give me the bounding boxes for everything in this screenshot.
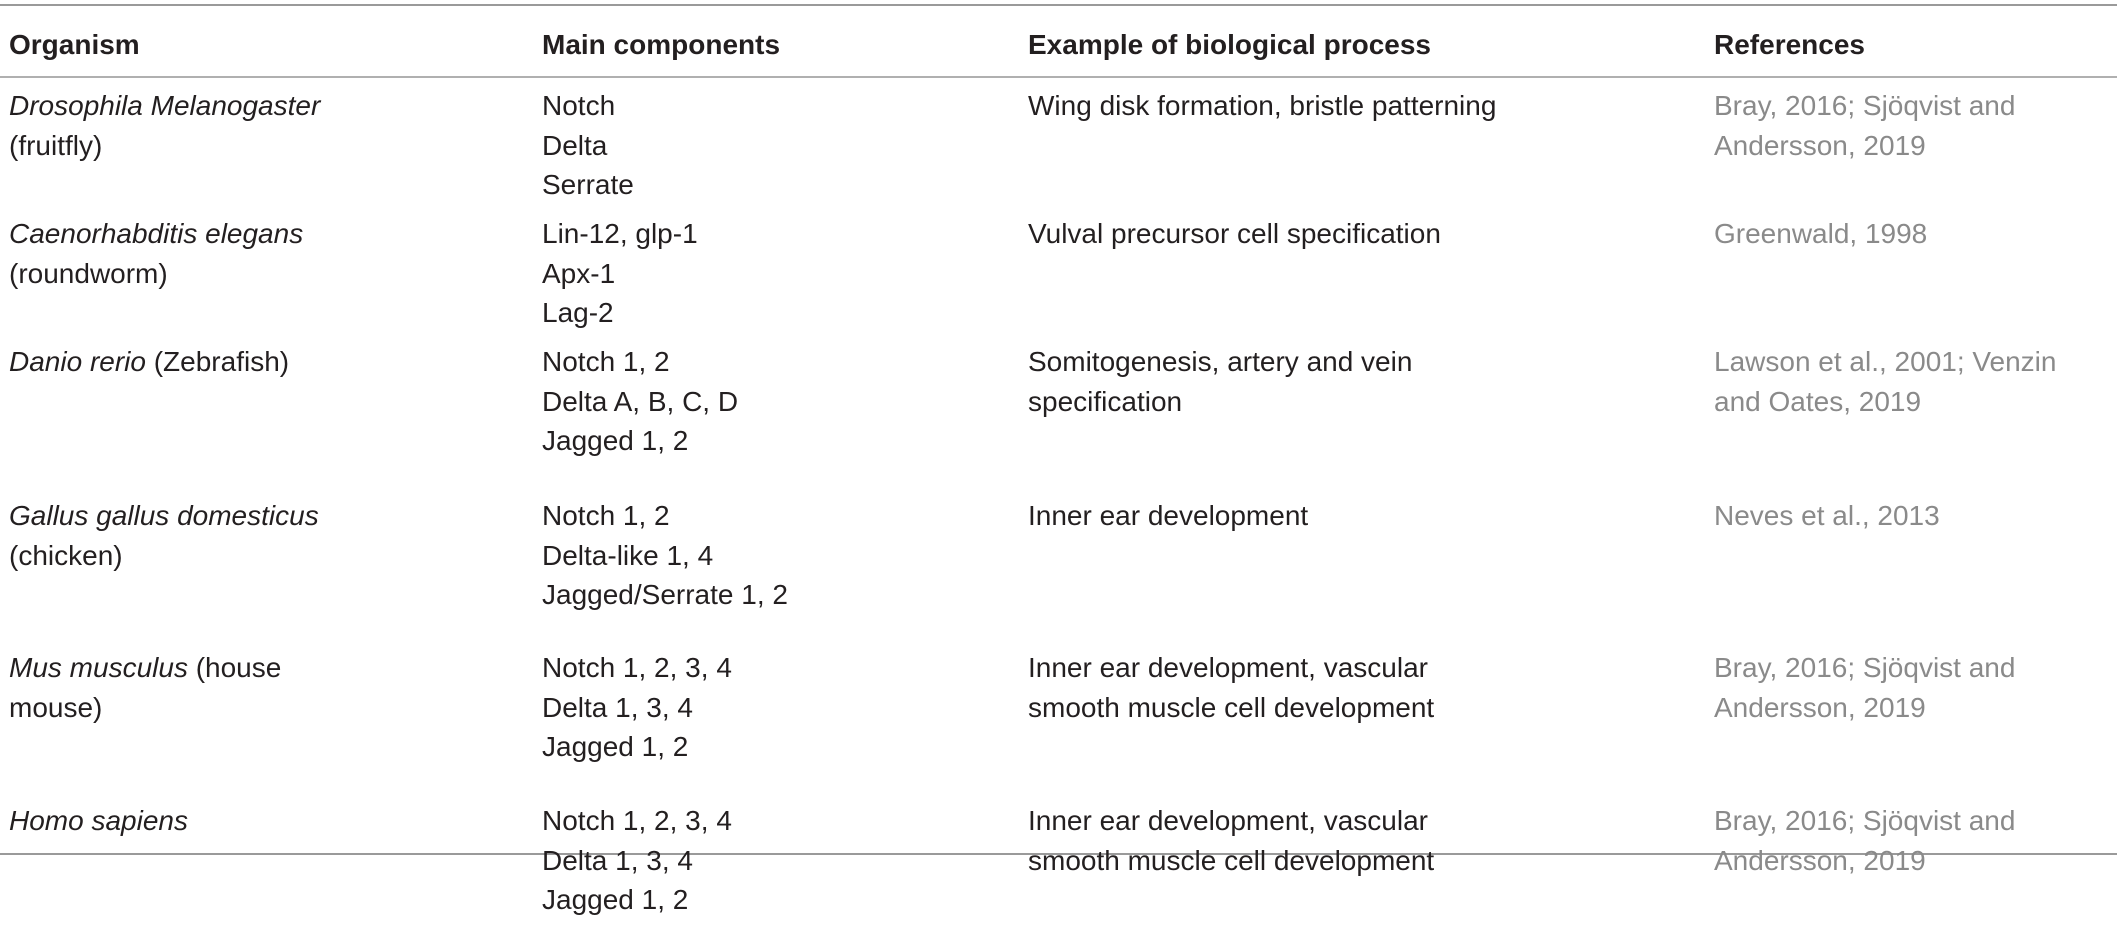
- cell-organism: Drosophila Melanogaster (fruitfly): [9, 86, 320, 165]
- process-line: Vulval precursor cell specification: [1028, 218, 1441, 249]
- reference-link: Andersson, 2019: [1714, 129, 1926, 161]
- component-item: Notch 1, 2: [542, 346, 670, 377]
- cell-references: Neves et al., 2013: [1714, 496, 1940, 536]
- component-item: Delta-like 1, 4: [542, 539, 714, 571]
- table-row: Homo sapiens Notch 1, 2, 3, 4 Delta 1, 3, …: [0, 801, 2117, 951]
- process-line: Inner ear development: [1028, 500, 1309, 531]
- reference-link: Bray, 2016; Sjöqvist and: [1714, 90, 2016, 121]
- organism-line: Gallus gallus domesticus: [9, 496, 319, 536]
- cell-main-components: Notch 1, 2, 3, 4 Delta 1, 3, 4 Jagged 1, 2: [542, 801, 732, 920]
- organism-line: (roundworm): [9, 254, 303, 294]
- organism-species-name: Caenorhabditis elegans: [9, 218, 304, 249]
- organism-common-name: (chicken): [9, 539, 123, 571]
- header-organism: Organism: [9, 29, 140, 60]
- organism-species-name: Danio rerio: [9, 346, 146, 377]
- organism-line: Danio rerio (Zebrafish): [9, 342, 289, 382]
- cell-biological-process: Inner ear development: [1028, 496, 1308, 536]
- reference-link: Andersson, 2019: [1714, 691, 1926, 723]
- process-line: Wing disk formation, bristle patterning: [1028, 90, 1497, 121]
- cell-organism: Danio rerio (Zebrafish): [9, 342, 289, 382]
- process-line: Somitogenesis, artery and vein: [1028, 346, 1413, 377]
- organism-line: Caenorhabditis elegans: [9, 214, 303, 254]
- component-item: Lin-12, glp-1: [542, 218, 698, 249]
- table-row: Danio rerio (Zebrafish) Notch 1, 2 Delta A…: [0, 342, 2117, 496]
- cell-organism: Homo sapiens: [9, 801, 188, 841]
- organism-line: (fruitfly): [9, 126, 320, 166]
- organism-common-name: (house: [187, 652, 282, 683]
- reference-link: Bray, 2016; Sjöqvist and: [1714, 805, 2016, 836]
- component-item: Notch 1, 2, 3, 4: [542, 652, 732, 683]
- process-line: Inner ear development, vascular: [1028, 652, 1428, 683]
- reference-link: Neves et al., 2013: [1714, 500, 1940, 531]
- cell-main-components: Notch 1, 2 Delta A, B, C, D Jagged 1, 2: [542, 342, 738, 461]
- cell-organism: Caenorhabditis elegans (roundworm): [9, 214, 303, 293]
- reference-link: Bray, 2016; Sjöqvist and: [1714, 652, 2016, 683]
- process-line: smooth muscle cell development: [1028, 691, 1435, 723]
- organism-line: Drosophila Melanogaster: [9, 86, 320, 126]
- header-biological-process: Example of biological process: [1028, 29, 1432, 60]
- component-item: Jagged/Serrate 1, 2: [542, 579, 788, 610]
- component-item: Delta 1, 3, 4: [542, 844, 693, 876]
- organism-species-name: Drosophila Melanogaster: [9, 90, 321, 121]
- reference-link: Andersson, 2019: [1714, 844, 1926, 876]
- header-rule: [0, 76, 2117, 78]
- data-table: Organism Main components Example of biol…: [0, 4, 2117, 915]
- table-row: Caenorhabditis elegans (roundworm) Lin-12,…: [0, 214, 2117, 342]
- organism-line: (chicken): [9, 536, 319, 576]
- organism-species-name: Gallus gallus domesticus: [9, 500, 319, 531]
- organism-line: Mus musculus (house: [9, 648, 281, 688]
- component-item: Jagged 1, 2: [542, 884, 689, 915]
- reference-link: and Oates, 2019: [1714, 385, 1922, 417]
- process-line: Inner ear development, vascular: [1028, 805, 1428, 836]
- organism-line: mouse): [9, 688, 281, 728]
- component-item: Apx-1: [542, 257, 616, 289]
- component-item: Lag-2: [542, 297, 614, 328]
- cell-references: Lawson et al., 2001; Venzin and Oates, 20…: [1714, 342, 2056, 421]
- process-line: smooth muscle cell development: [1028, 844, 1435, 876]
- component-item: Serrate: [542, 169, 634, 200]
- reference-link: Greenwald, 1998: [1714, 218, 1928, 249]
- organism-species-name: Mus musculus: [9, 652, 188, 683]
- cell-biological-process: Inner ear development, vascular smooth mu…: [1028, 801, 1434, 880]
- organism-common-name: mouse): [9, 691, 103, 723]
- component-item: Notch 1, 2: [542, 500, 670, 531]
- organism-common-name: (fruitfly): [9, 129, 103, 161]
- table-bottom-rule: [0, 853, 2117, 855]
- cell-main-components: Notch 1, 2, 3, 4 Delta 1, 3, 4 Jagged 1, 2: [542, 648, 732, 767]
- organism-common-name: (Zebrafish): [145, 346, 290, 377]
- cell-organism: Gallus gallus domesticus (chicken): [9, 496, 319, 575]
- cell-references: Greenwald, 1998: [1714, 214, 1927, 254]
- component-item: Delta A, B, C, D: [542, 385, 739, 417]
- organism-common-name: (roundworm): [9, 257, 168, 289]
- header-references: References: [1714, 29, 1865, 60]
- reference-link: Lawson et al., 2001; Venzin: [1714, 346, 2057, 377]
- component-item: Jagged 1, 2: [542, 731, 689, 762]
- component-item: Jagged 1, 2: [542, 425, 689, 456]
- cell-biological-process: Somitogenesis, artery and vein specificat…: [1028, 342, 1412, 421]
- organism-line: Homo sapiens: [9, 801, 188, 841]
- header-main-components: Main components: [542, 29, 781, 60]
- table-top-rule: [0, 4, 2117, 6]
- cell-biological-process: Wing disk formation, bristle patterning: [1028, 86, 1496, 126]
- cell-biological-process: Inner ear development, vascular smooth mu…: [1028, 648, 1434, 727]
- component-item: Delta 1, 3, 4: [542, 691, 693, 723]
- table-row: Gallus gallus domesticus (chicken) Notch 1…: [0, 496, 2117, 648]
- component-item: Delta: [542, 129, 608, 161]
- component-item: Notch 1, 2, 3, 4: [542, 805, 732, 836]
- table-header: Organism Main components Example of biol…: [0, 6, 2117, 76]
- cell-biological-process: Vulval precursor cell specification: [1028, 214, 1441, 254]
- process-line: specification: [1028, 385, 1183, 417]
- component-item: Notch: [542, 90, 616, 121]
- organism-species-name: Homo sapiens: [9, 805, 188, 836]
- cell-main-components: Notch 1, 2 Delta-like 1, 4 Jagged/Serrate …: [542, 496, 788, 615]
